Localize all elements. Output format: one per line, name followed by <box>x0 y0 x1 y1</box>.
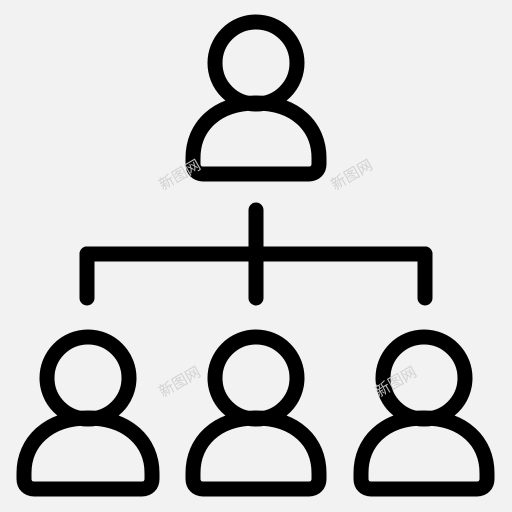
bottom-right-person-body <box>353 410 495 497</box>
bottom-right-person-head <box>375 329 473 427</box>
bottom-middle-person-body <box>185 410 327 497</box>
top-person-body <box>185 95 327 182</box>
bottom-left-person-icon <box>16 329 160 497</box>
hierarchy-connector <box>79 202 433 306</box>
bottom-right-person-icon <box>353 329 495 497</box>
bottom-middle-person-head <box>207 329 305 427</box>
top-person-icon <box>185 14 327 182</box>
bottom-left-person-head <box>39 329 137 427</box>
bottom-left-person-body <box>16 410 160 497</box>
bottom-middle-person-icon <box>185 329 327 497</box>
top-person-head <box>207 14 305 112</box>
